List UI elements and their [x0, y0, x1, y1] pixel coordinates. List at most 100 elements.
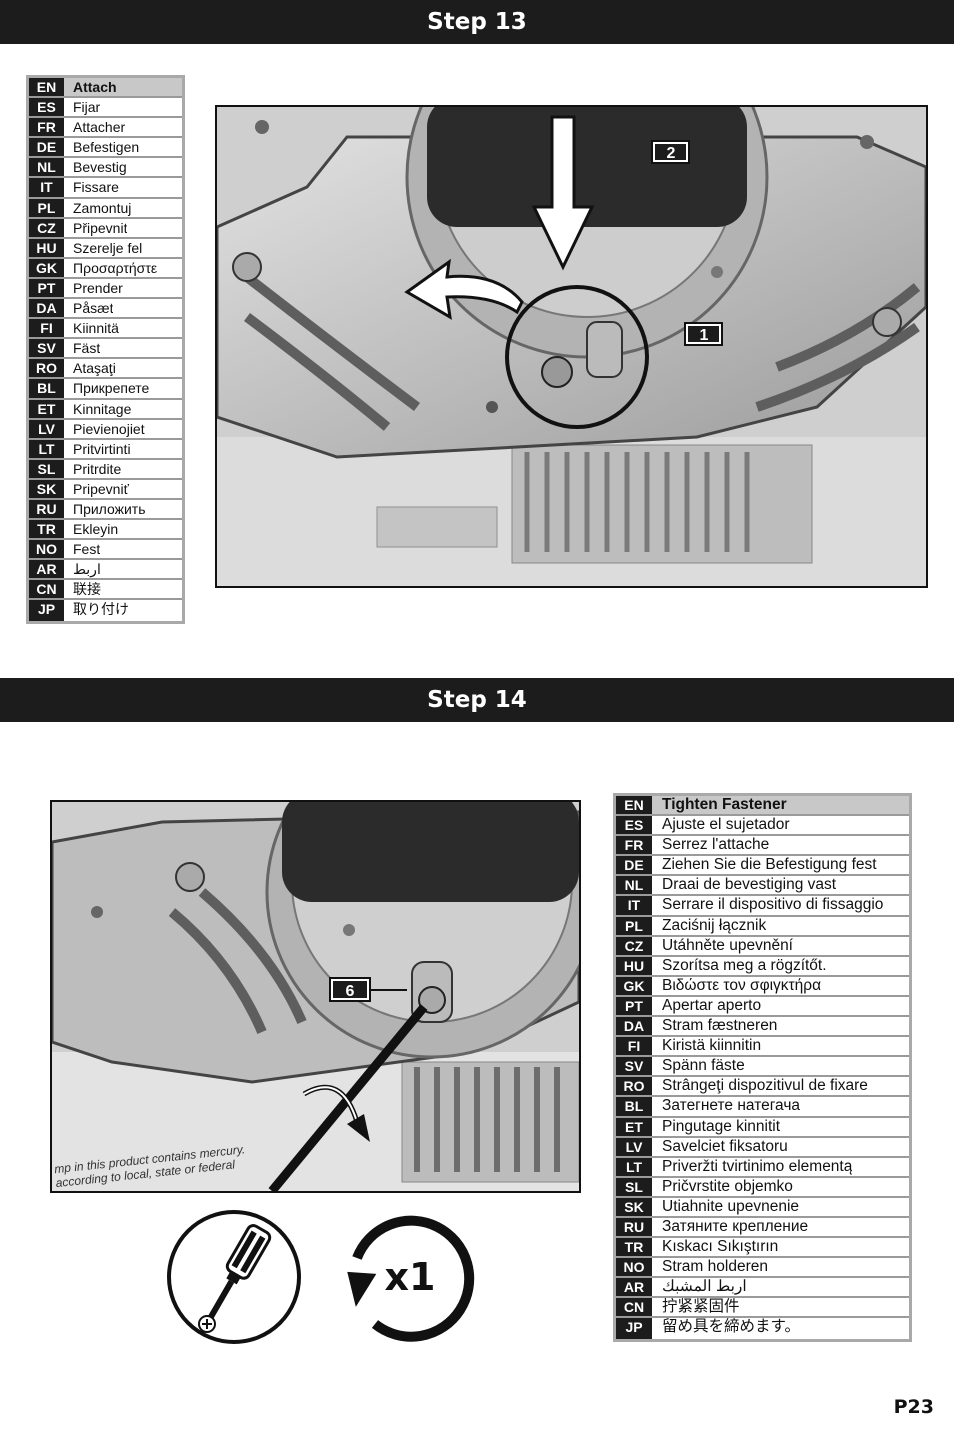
language-text: Utáhněte upevnění: [662, 936, 793, 954]
language-text: Savelciet fiksatoru: [662, 1137, 788, 1155]
language-code: ES: [29, 98, 64, 117]
language-code: LT: [29, 439, 64, 458]
language-text: Kinnitage: [73, 400, 132, 417]
language-text: Befestigen: [73, 139, 140, 156]
language-code: SK: [29, 479, 64, 498]
language-code: SV: [29, 339, 64, 358]
language-text: Zaciśnij łącznik: [662, 916, 767, 934]
language-code: NO: [616, 1258, 652, 1277]
language-code: HU: [29, 238, 64, 257]
language-code: RU: [29, 499, 64, 519]
step-13-lang-row-nl: NL Bevestig: [29, 158, 182, 179]
language-code: AR: [616, 1278, 652, 1297]
language-text: Приложить: [73, 500, 146, 517]
language-code: IT: [29, 178, 64, 197]
language-code: NL: [29, 158, 64, 177]
language-text: Stram fæstneren: [662, 1017, 778, 1035]
language-code: TR: [29, 520, 64, 539]
language-text: Stram holderen: [662, 1258, 768, 1276]
step-13-photo: 2 1: [215, 105, 928, 588]
language-code: JP: [29, 600, 64, 621]
language-code: FI: [616, 1037, 652, 1056]
language-text: Προσαρτήστε: [73, 259, 158, 276]
screwdriver-icon: [167, 1210, 301, 1344]
language-code: ES: [616, 816, 652, 835]
step-14-lang-row-tr: TR Kıskacı Sıkıştırın: [616, 1238, 909, 1259]
language-code: JP: [616, 1318, 652, 1339]
language-code: GK: [29, 258, 64, 277]
language-code: RO: [29, 359, 64, 378]
language-text: Kiristä kiinnitin: [662, 1037, 762, 1055]
language-text: Prender: [73, 279, 123, 296]
language-code: DA: [616, 1017, 652, 1036]
language-text: Szerelje fel: [73, 239, 143, 256]
step-13-lang-row-et: ET Kinnitage: [29, 399, 182, 420]
language-text: Strângeţi dispozitivul de fixare: [662, 1077, 868, 1095]
step-14-photo: mp in this product contains mercury. acc…: [50, 800, 581, 1193]
callout-1: 1: [700, 327, 709, 344]
language-code: SL: [29, 459, 64, 478]
language-text: 联接: [73, 581, 101, 598]
language-code: TR: [616, 1238, 652, 1257]
language-code: IT: [616, 896, 652, 915]
language-code: LV: [616, 1137, 652, 1156]
language-code: NO: [29, 540, 64, 559]
language-text: Tighten Fastener: [662, 796, 787, 813]
language-text: Pritrdite: [73, 460, 122, 477]
language-text: Pripevniť: [73, 480, 129, 497]
language-code: PL: [29, 198, 64, 217]
language-text: Kıskacı Sıkıştırın: [662, 1238, 779, 1256]
step-14-lang-row-lv: LV Savelciet fiksatoru: [616, 1137, 909, 1158]
language-code: PT: [29, 278, 64, 298]
language-text: Pievienojiet: [73, 420, 145, 437]
language-code: CN: [616, 1298, 652, 1317]
language-text: Serrez l'attache: [662, 836, 770, 854]
language-code: FI: [29, 319, 64, 338]
step-13-lang-row-pt: PT Prender: [29, 278, 182, 300]
step-14-lang-row-fi: FI Kiristä kiinnitin: [616, 1037, 909, 1058]
step-13-lang-row-sv: SV Fäst: [29, 339, 182, 360]
step-14-lang-row-cz: CZ Utáhněte upevnění: [616, 936, 909, 957]
language-text: Zamontuj: [73, 199, 132, 216]
language-code: CZ: [616, 936, 652, 955]
rotate-once-icon: x1: [347, 1215, 475, 1342]
language-code: ET: [29, 399, 64, 418]
language-text: Utiahnite upevnenie: [662, 1197, 800, 1215]
language-code: SV: [616, 1057, 652, 1076]
language-code: RU: [616, 1217, 652, 1237]
language-text: Serrare il dispositivo di fissaggio: [662, 896, 884, 914]
language-text: 拧紧紧固件: [662, 1298, 740, 1316]
language-code: DE: [29, 138, 64, 157]
step-13-lang-row-ru: RU Приложить: [29, 499, 182, 521]
language-code: EN: [29, 78, 64, 97]
language-text: Bevestig: [73, 159, 127, 176]
language-text: Fäst: [73, 340, 101, 357]
step-14-lang-row-no: NO Stram holderen: [616, 1258, 909, 1279]
language-text: Затегнете натегача: [662, 1097, 801, 1115]
language-text: Pingutage kinnitit: [662, 1117, 781, 1135]
language-text: Priveržti tvirtinimo elementą: [662, 1157, 853, 1175]
quantity-label: x1: [385, 1255, 436, 1299]
callout-6: 6: [346, 983, 355, 1000]
